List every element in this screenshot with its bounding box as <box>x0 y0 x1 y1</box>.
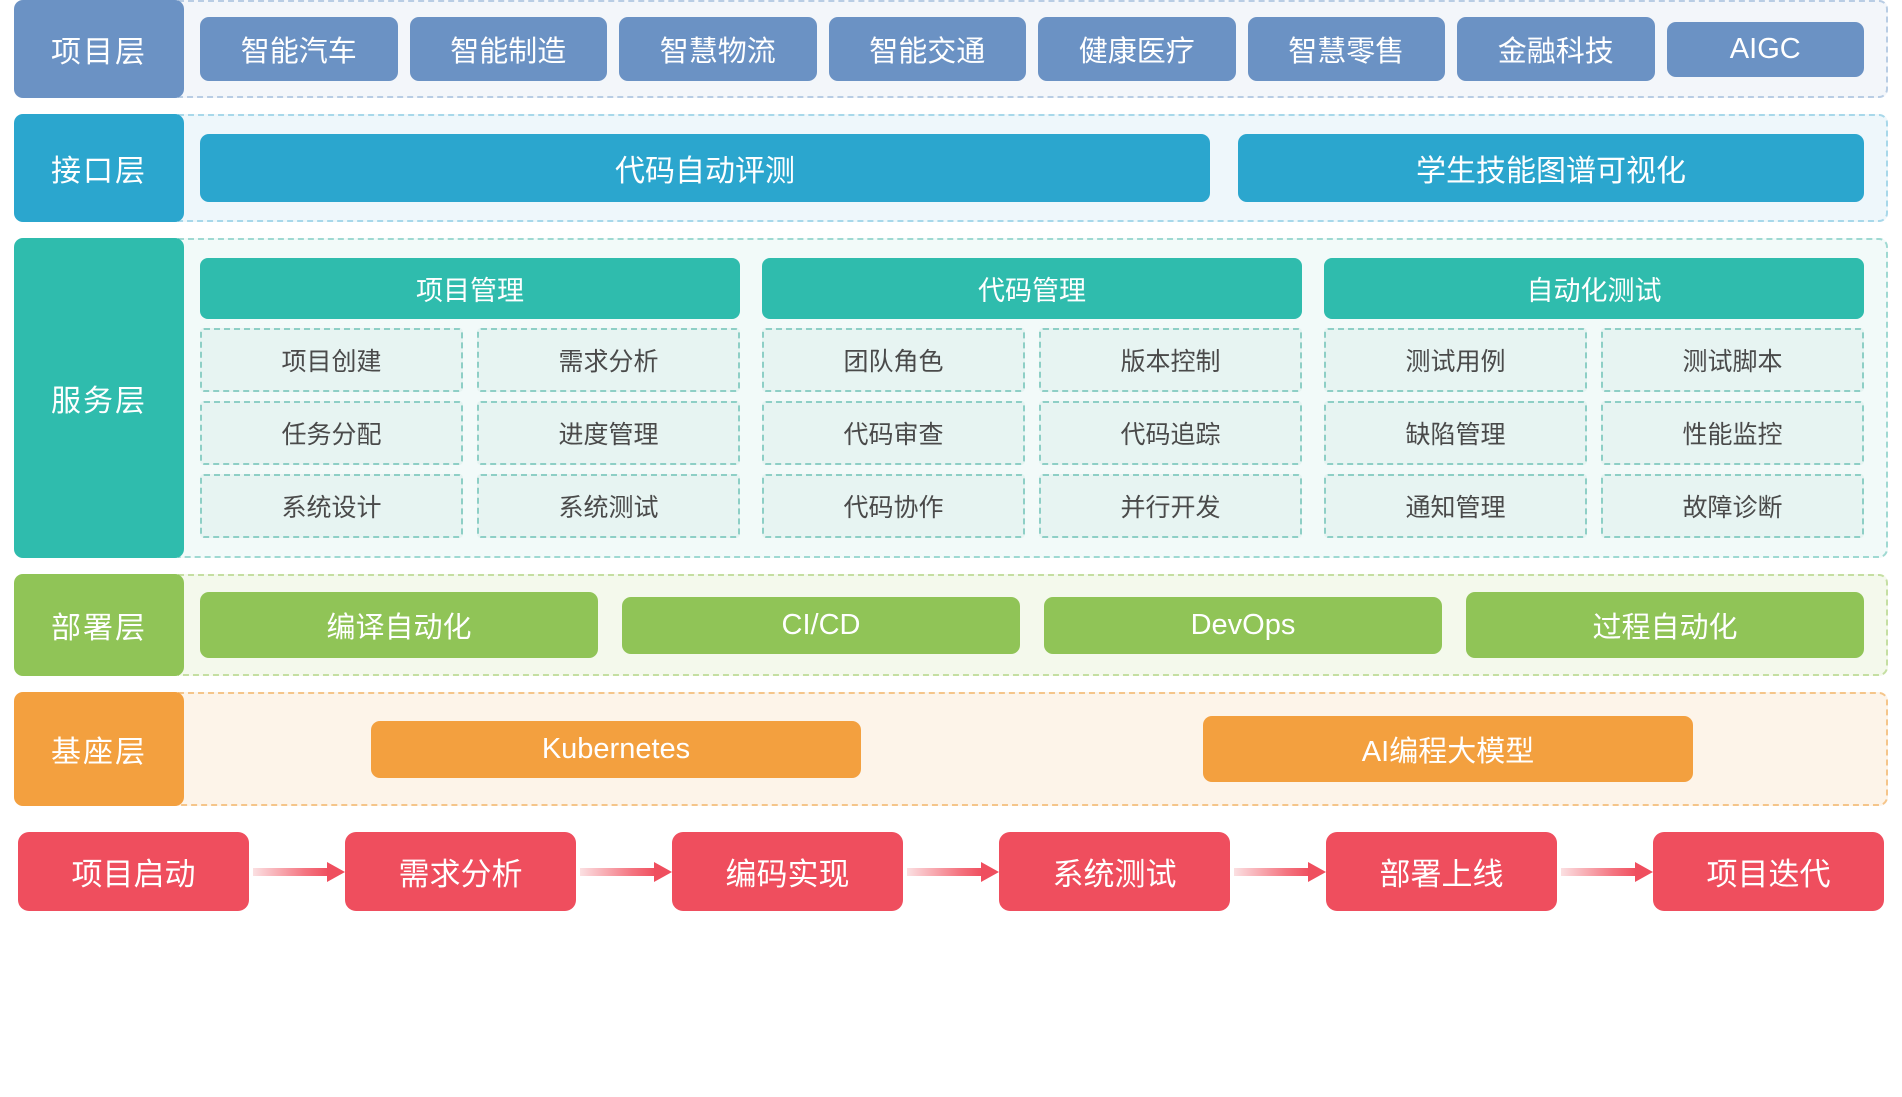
deploy-chip-devops[interactable]: DevOps <box>1044 596 1442 654</box>
project-chip-aigc[interactable]: AIGC <box>1666 21 1864 77</box>
pipeline-node-deploy[interactable]: 部署上线 <box>1326 832 1557 911</box>
service-cell-system-design[interactable]: 系统设计 <box>200 474 463 538</box>
deploy-chip-process-automation[interactable]: 过程自动化 <box>1466 592 1864 658</box>
service-cell-system-test[interactable]: 系统测试 <box>477 474 740 538</box>
pipeline-arrow-icon <box>249 861 345 882</box>
service-cell-grid: 团队角色 版本控制 代码审查 代码追踪 代码协作 并行开发 <box>762 328 1302 538</box>
project-chip-smart-logistics[interactable]: 智慧物流 <box>619 17 817 81</box>
service-cell-version-ctrl[interactable]: 版本控制 <box>1039 328 1302 392</box>
layer-body-service: 项目管理 项目创建 需求分析 任务分配 进度管理 系统设计 系统测试 代码管理 … <box>178 238 1888 558</box>
project-chip-fintech[interactable]: 金融科技 <box>1457 17 1655 81</box>
project-chip-smart-traffic[interactable]: 智能交通 <box>828 17 1026 81</box>
pipeline-node-coding[interactable]: 编码实现 <box>672 832 903 911</box>
service-group-title: 代码管理 <box>762 258 1302 319</box>
service-cell-code-trace[interactable]: 代码追踪 <box>1039 401 1302 465</box>
layer-interface: 接口层 代码自动评测 学生技能图谱可视化 <box>14 114 1888 222</box>
layer-tag-deploy: 部署层 <box>14 574 184 676</box>
layer-tag-base: 基座层 <box>14 692 184 806</box>
service-cell-fault-diagnose[interactable]: 故障诊断 <box>1601 474 1864 538</box>
service-cell-team-role[interactable]: 团队角色 <box>762 328 1025 392</box>
layer-deploy: 部署层 编译自动化 CI/CD DevOps 过程自动化 <box>14 574 1888 676</box>
workflow-pipeline: 项目启动 需求分析 编码实现 系统测试 部署上线 项目迭代 <box>14 832 1888 911</box>
service-cell-code-collab[interactable]: 代码协作 <box>762 474 1025 538</box>
service-cell-progress[interactable]: 进度管理 <box>477 401 740 465</box>
service-cell-test-case[interactable]: 测试用例 <box>1324 328 1587 392</box>
layer-body-deploy: 编译自动化 CI/CD DevOps 过程自动化 <box>178 574 1888 676</box>
pipeline-node-system-test[interactable]: 系统测试 <box>999 832 1230 911</box>
service-cell-grid: 测试用例 测试脚本 缺陷管理 性能监控 通知管理 故障诊断 <box>1324 328 1864 538</box>
service-cell-notification[interactable]: 通知管理 <box>1324 474 1587 538</box>
interface-chip-code-auto-eval[interactable]: 代码自动评测 <box>200 134 1210 202</box>
service-cell-parallel-dev[interactable]: 并行开发 <box>1039 474 1302 538</box>
pipeline-arrow-icon <box>1230 861 1326 882</box>
service-cell-code-review[interactable]: 代码审查 <box>762 401 1025 465</box>
service-cell-defect-mgmt[interactable]: 缺陷管理 <box>1324 401 1587 465</box>
service-group-automated-testing: 自动化测试 测试用例 测试脚本 缺陷管理 性能监控 通知管理 故障诊断 <box>1324 258 1864 538</box>
service-cell-requirement[interactable]: 需求分析 <box>477 328 740 392</box>
pipeline-node-project-start[interactable]: 项目启动 <box>18 832 249 911</box>
project-chip-smart-car[interactable]: 智能汽车 <box>200 17 398 81</box>
deploy-chip-cicd[interactable]: CI/CD <box>622 596 1020 654</box>
base-chip-kubernetes[interactable]: Kubernetes <box>371 720 861 778</box>
pipeline-arrow-icon <box>576 861 672 882</box>
service-group-code-management: 代码管理 团队角色 版本控制 代码审查 代码追踪 代码协作 并行开发 <box>762 258 1302 538</box>
layer-body-base: Kubernetes AI编程大模型 <box>178 692 1888 806</box>
layer-service: 服务层 项目管理 项目创建 需求分析 任务分配 进度管理 系统设计 系统测试 代… <box>14 238 1888 558</box>
layer-project: 项目层 智能汽车 智能制造 智慧物流 智能交通 健康医疗 智慧零售 金融科技 A… <box>14 0 1888 98</box>
pipeline-arrow-icon <box>903 861 999 882</box>
service-cell-perf-monitor[interactable]: 性能监控 <box>1601 401 1864 465</box>
service-group-title: 自动化测试 <box>1324 258 1864 319</box>
service-group-project-management: 项目管理 项目创建 需求分析 任务分配 进度管理 系统设计 系统测试 <box>200 258 740 538</box>
service-cell-project-create[interactable]: 项目创建 <box>200 328 463 392</box>
service-cell-test-script[interactable]: 测试脚本 <box>1601 328 1864 392</box>
layer-body-interface: 代码自动评测 学生技能图谱可视化 <box>178 114 1888 222</box>
deploy-chip-build-automation[interactable]: 编译自动化 <box>200 592 598 658</box>
layer-tag-project: 项目层 <box>14 0 184 98</box>
service-group-title: 项目管理 <box>200 258 740 319</box>
project-chip-smart-manufacture[interactable]: 智能制造 <box>409 17 607 81</box>
base-chip-ai-model[interactable]: AI编程大模型 <box>1203 716 1693 782</box>
interface-chip-skill-graph-viz[interactable]: 学生技能图谱可视化 <box>1238 134 1864 202</box>
pipeline-node-requirement[interactable]: 需求分析 <box>345 832 576 911</box>
layer-base: 基座层 Kubernetes AI编程大模型 <box>14 692 1888 806</box>
layer-tag-interface: 接口层 <box>14 114 184 222</box>
pipeline-node-iteration[interactable]: 项目迭代 <box>1653 832 1884 911</box>
project-chip-smart-retail[interactable]: 智慧零售 <box>1247 17 1445 81</box>
layer-body-project: 智能汽车 智能制造 智慧物流 智能交通 健康医疗 智慧零售 金融科技 AIGC <box>178 0 1888 98</box>
service-cell-grid: 项目创建 需求分析 任务分配 进度管理 系统设计 系统测试 <box>200 328 740 538</box>
pipeline-arrow-icon <box>1557 861 1653 882</box>
layer-tag-service: 服务层 <box>14 238 184 558</box>
project-chip-healthcare[interactable]: 健康医疗 <box>1038 17 1236 81</box>
service-cell-task-assign[interactable]: 任务分配 <box>200 401 463 465</box>
